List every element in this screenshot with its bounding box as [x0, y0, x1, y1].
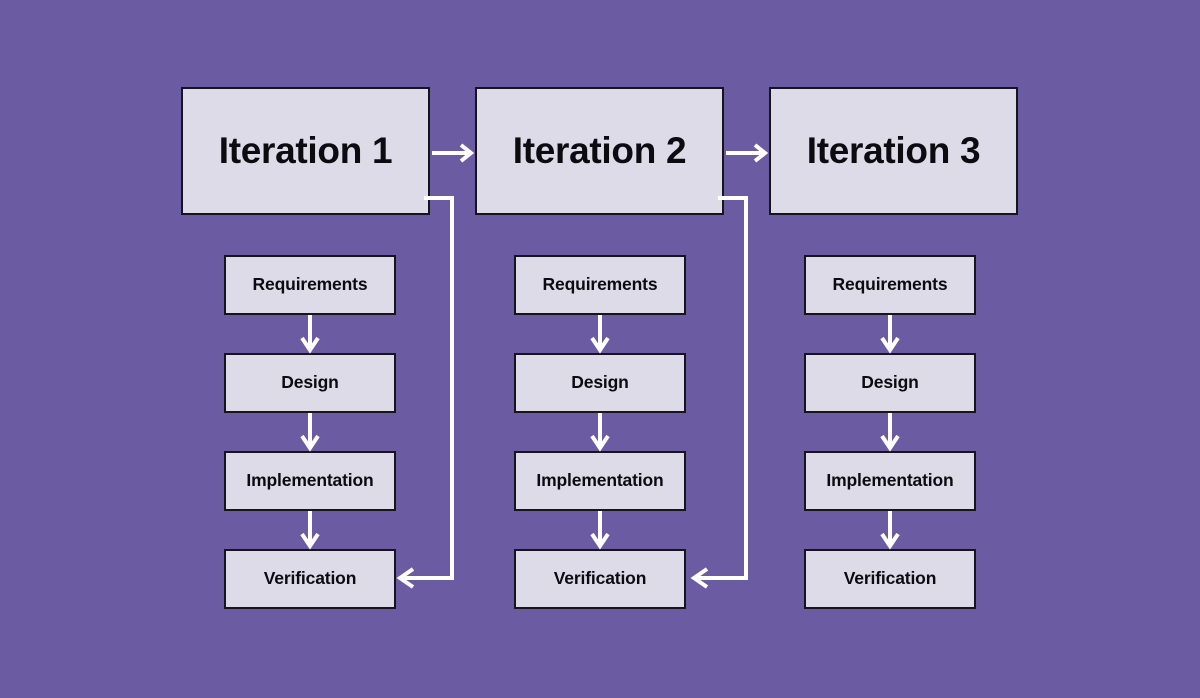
arrow-requirements-to-design-1-icon: [300, 315, 320, 354]
stage-label: Verification: [263, 568, 357, 589]
arrow-iteration-2-to-3-icon: [726, 143, 769, 163]
stage-box-requirements-2[interactable]: Requirements: [514, 255, 686, 315]
arrow-requirements-to-design-2-icon: [590, 315, 610, 354]
stage-label: Design: [861, 372, 919, 393]
iteration-box-3[interactable]: Iteration 3: [769, 87, 1018, 215]
arrow-implementation-to-verification-3-icon: [880, 511, 900, 550]
stage-label: Verification: [553, 568, 647, 589]
stage-label: Requirements: [832, 274, 948, 295]
stage-label: Implementation: [536, 470, 664, 491]
elbow-arrow-iteration-2-to-verification-2-icon: [690, 196, 748, 589]
stage-box-design-2[interactable]: Design: [514, 353, 686, 413]
arrow-design-to-implementation-1-icon: [300, 413, 320, 452]
arrow-implementation-to-verification-2-icon: [590, 511, 610, 550]
arrow-implementation-to-verification-1-icon: [300, 511, 320, 550]
stage-box-verification-1[interactable]: Verification: [224, 549, 396, 609]
iteration-box-1[interactable]: Iteration 1: [181, 87, 430, 215]
elbow-arrow-iteration-1-to-verification-1-icon: [396, 196, 454, 589]
iteration-box-2-label: Iteration 2: [512, 129, 687, 171]
arrow-requirements-to-design-3-icon: [880, 315, 900, 354]
stage-box-design-3[interactable]: Design: [804, 353, 976, 413]
arrow-design-to-implementation-3-icon: [880, 413, 900, 452]
stage-label: Verification: [843, 568, 937, 589]
stage-label: Requirements: [542, 274, 658, 295]
stage-box-implementation-1[interactable]: Implementation: [224, 451, 396, 511]
stage-label: Design: [571, 372, 629, 393]
stage-label: Design: [281, 372, 339, 393]
iteration-box-2[interactable]: Iteration 2: [475, 87, 724, 215]
stage-box-requirements-1[interactable]: Requirements: [224, 255, 396, 315]
stage-box-design-1[interactable]: Design: [224, 353, 396, 413]
stage-box-verification-3[interactable]: Verification: [804, 549, 976, 609]
arrow-design-to-implementation-2-icon: [590, 413, 610, 452]
arrow-iteration-1-to-2-icon: [432, 143, 475, 163]
stage-box-requirements-3[interactable]: Requirements: [804, 255, 976, 315]
iteration-box-1-label: Iteration 1: [218, 129, 393, 171]
stage-box-verification-2[interactable]: Verification: [514, 549, 686, 609]
stage-box-implementation-2[interactable]: Implementation: [514, 451, 686, 511]
stage-box-implementation-3[interactable]: Implementation: [804, 451, 976, 511]
iteration-box-3-label: Iteration 3: [806, 129, 981, 171]
stage-label: Requirements: [252, 274, 368, 295]
stage-label: Implementation: [826, 470, 954, 491]
stage-label: Implementation: [246, 470, 374, 491]
